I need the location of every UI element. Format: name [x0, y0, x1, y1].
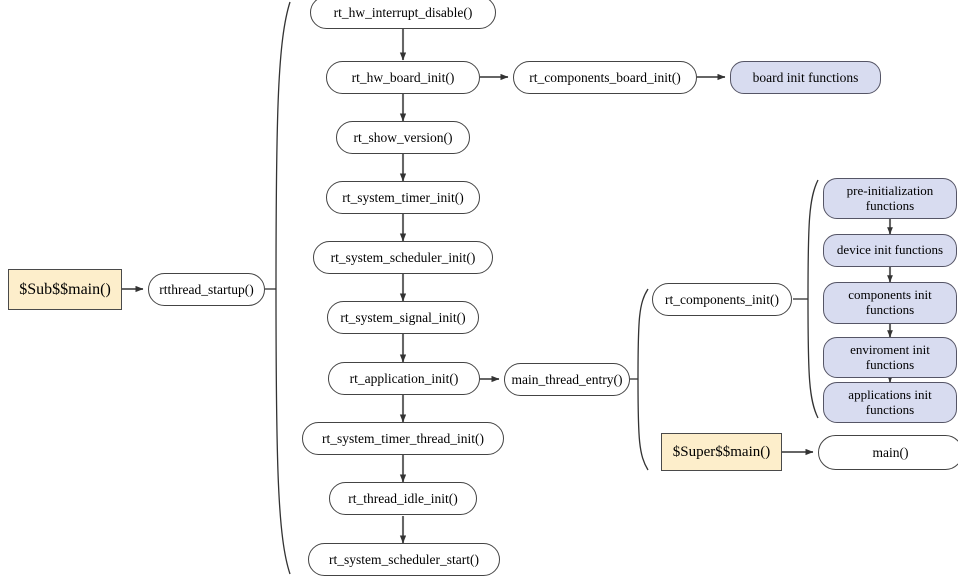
node-board-init-functions[interactable]: board init functions [730, 61, 881, 94]
node-sub-main[interactable]: $Sub$$main() [8, 269, 122, 310]
node-rt-components-init[interactable]: rt_components_init() [652, 283, 792, 316]
node-rt-components-board-init[interactable]: rt_components_board_init() [513, 61, 697, 94]
node-pre-initialization-functions[interactable]: pre-initialization functions [823, 178, 957, 219]
node-rt-system-timer-init[interactable]: rt_system_timer_init() [326, 181, 480, 214]
node-main[interactable]: main() [818, 435, 958, 470]
node-rt-system-scheduler-start[interactable]: rt_system_scheduler_start() [308, 543, 500, 576]
node-rt-system-timer-thread-init[interactable]: rt_system_timer_thread_init() [302, 422, 504, 455]
node-rt-show-version[interactable]: rt_show_version() [336, 121, 470, 154]
node-rt-hw-board-init[interactable]: rt_hw_board_init() [326, 61, 480, 94]
node-rt-system-signal-init[interactable]: rt_system_signal_init() [327, 301, 479, 334]
node-device-init-functions[interactable]: device init functions [823, 234, 957, 267]
node-rtthread-startup[interactable]: rtthread_startup() [148, 273, 265, 306]
node-rt-application-init[interactable]: rt_application_init() [328, 362, 480, 395]
node-rt-system-scheduler-init[interactable]: rt_system_scheduler_init() [313, 241, 493, 274]
node-main-thread-entry[interactable]: main_thread_entry() [504, 363, 630, 396]
node-enviroment-init-functions[interactable]: enviroment init functions [823, 337, 957, 378]
node-rt-thread-idle-init[interactable]: rt_thread_idle_init() [329, 482, 477, 515]
node-applications-init-functions[interactable]: applications init functions [823, 382, 957, 423]
node-rt-hw-interrupt-disable[interactable]: rt_hw_interrupt_disable() [310, 0, 496, 29]
node-components-init-functions[interactable]: components init functions [823, 282, 957, 324]
node-super-main[interactable]: $Super$$main() [661, 433, 782, 471]
